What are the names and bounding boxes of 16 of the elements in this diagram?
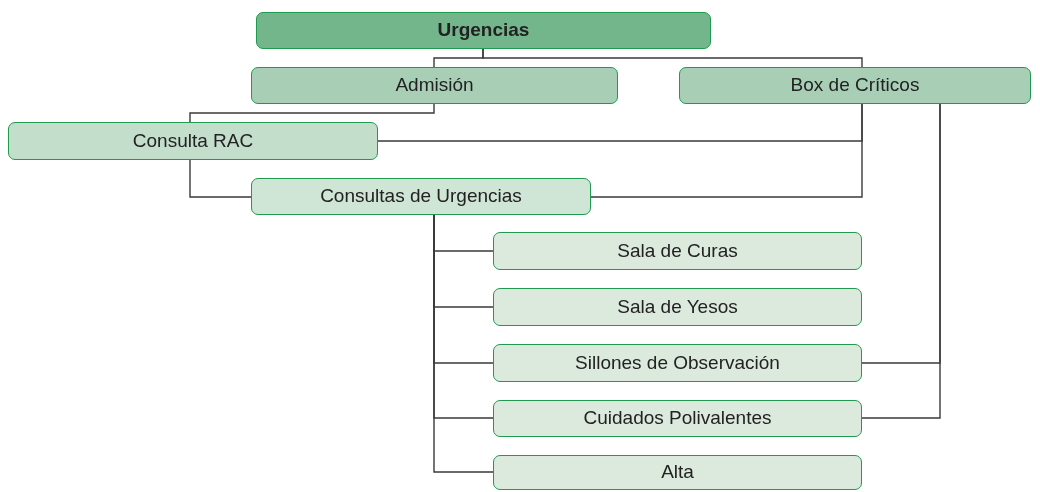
org-box: Sala de Curas [493,232,862,270]
org-box: Sala de Yesos [493,288,862,326]
org-box: Cuidados Polivalentes [493,400,862,437]
connector-line [590,103,863,198]
connector-line [189,103,435,123]
org-box: Sillones de Observación [493,344,862,382]
connector-line [433,214,494,473]
org-box: Alta [493,455,862,490]
connector-line [861,103,941,419]
org-box: Box de Críticos [679,67,1031,104]
connector-line [482,48,863,68]
org-box: Consultas de Urgencias [251,178,591,215]
org-box: Consulta RAC [8,122,378,160]
connector-line [189,159,252,198]
org-box: Urgencias [256,12,711,49]
org-box: Admisión [251,67,618,104]
